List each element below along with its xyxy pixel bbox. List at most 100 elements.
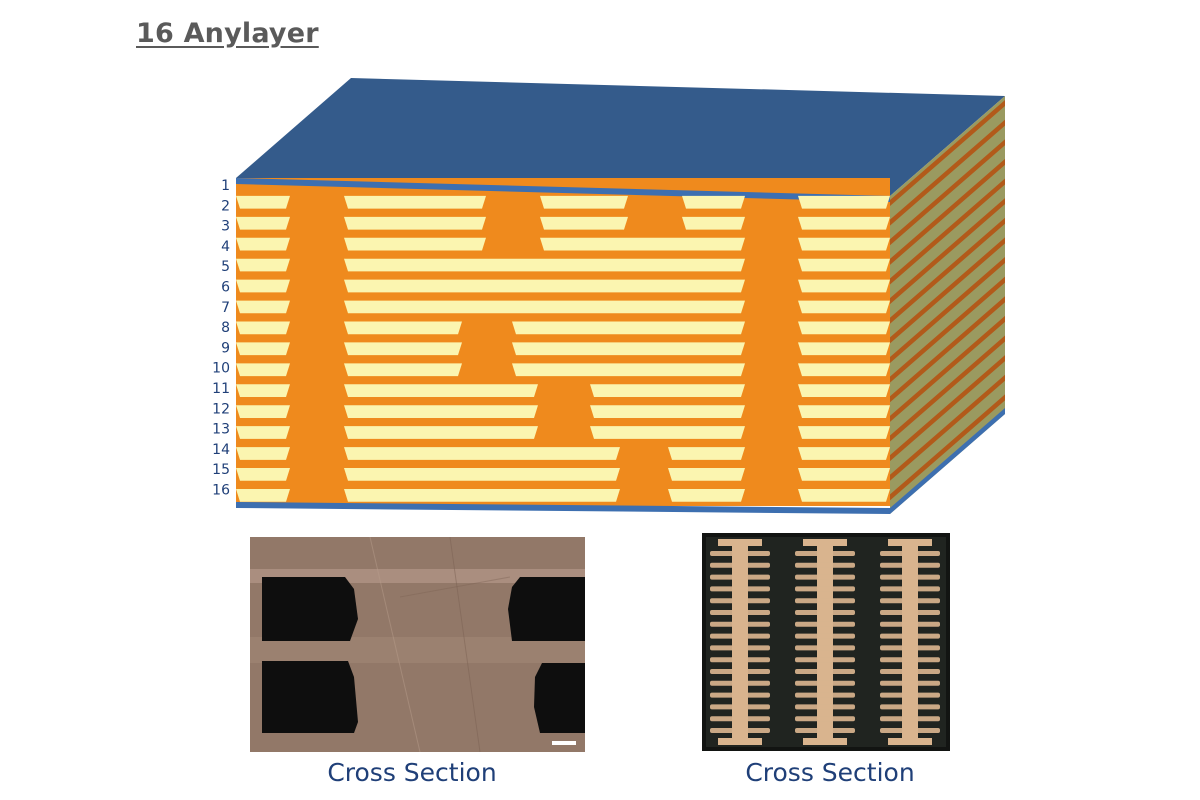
dielectric-block <box>534 663 585 733</box>
side-copper-stripe <box>890 139 1005 246</box>
copper-pad <box>880 551 940 556</box>
copper-pad <box>795 621 855 627</box>
copper-pad <box>710 692 770 698</box>
dielectric-strip <box>682 195 745 209</box>
side-copper-stripe <box>890 217 1005 324</box>
copper-pad <box>710 669 770 674</box>
copper-pad <box>710 716 770 722</box>
copper-pad <box>710 586 770 592</box>
side-copper-stripe <box>890 158 1005 265</box>
dielectric-strip <box>344 488 620 502</box>
dielectric-block <box>508 577 585 641</box>
dielectric-strip <box>344 447 620 460</box>
via-column <box>817 539 833 745</box>
dielectric-strip <box>344 426 538 439</box>
dielectric-strip <box>344 279 745 293</box>
copper-pad <box>880 610 940 615</box>
dielectric-strip <box>798 279 890 293</box>
copper-pad <box>880 621 940 627</box>
side-copper-stripe <box>890 237 1005 344</box>
dielectric-strip <box>344 468 620 481</box>
copper-pad <box>710 704 770 710</box>
dielectric-strip <box>798 468 890 481</box>
dielectric-strip <box>590 384 745 398</box>
dielectric-strip <box>344 195 486 209</box>
dielectric-strip <box>344 363 462 377</box>
dielectric-strip <box>668 468 745 481</box>
via-column <box>902 539 918 745</box>
dielectric-strip <box>512 321 745 335</box>
dielectric-strip <box>344 216 486 230</box>
dielectric-strip <box>682 216 745 230</box>
via-column <box>732 539 748 745</box>
copper-pad <box>880 562 940 568</box>
dielectric-strip <box>798 426 890 439</box>
dielectric-strip <box>798 300 890 314</box>
side-copper-stripe <box>890 276 1005 383</box>
copper-pad <box>795 657 855 663</box>
layer-label: 3 <box>221 219 230 235</box>
copper-pad <box>795 728 855 733</box>
dielectric-strip <box>798 342 890 356</box>
layer-label: 9 <box>221 340 230 356</box>
dielectric-strip <box>236 405 290 418</box>
dielectric-strip <box>344 384 538 398</box>
copper-pad <box>710 633 770 639</box>
copper-pad <box>795 716 855 722</box>
copper-pad <box>880 633 940 639</box>
dielectric-strip <box>512 363 745 377</box>
dielectric-strip <box>236 195 290 209</box>
dielectric-strip <box>236 321 290 335</box>
dielectric-strip <box>798 384 890 398</box>
copper-pad <box>795 551 855 556</box>
caption-left: Cross Section <box>327 758 497 787</box>
dielectric-strip <box>236 258 290 272</box>
copper-pad <box>710 562 770 568</box>
layer-label: 6 <box>221 280 230 296</box>
dielectric-block <box>262 661 358 733</box>
dielectric-strip <box>798 488 890 502</box>
layer-label: 8 <box>221 320 230 336</box>
pcb-board-3d <box>236 78 1005 514</box>
dielectric-strip <box>344 258 745 272</box>
dielectric-strip <box>236 447 290 460</box>
side-copper-stripe <box>890 198 1005 305</box>
dielectric-strip <box>540 216 628 230</box>
copper-pad <box>880 680 940 686</box>
dielectric-strip <box>590 405 745 418</box>
dielectric-strip <box>236 342 290 356</box>
copper-pad <box>710 680 770 686</box>
copper-pad <box>710 574 770 580</box>
side-copper-stripe <box>890 296 1005 403</box>
copper-pad <box>880 586 940 592</box>
dielectric-strip <box>798 216 890 230</box>
copper-pad <box>710 551 770 556</box>
copper-pad <box>710 621 770 627</box>
dielectric-strip <box>798 195 890 209</box>
copper-pad <box>880 669 940 674</box>
side-copper-stripe <box>890 335 1005 442</box>
side-copper-stripe <box>890 178 1005 285</box>
dielectric-strip <box>540 237 745 251</box>
layer-label: 12 <box>212 401 230 417</box>
dielectric-strip <box>798 363 890 377</box>
side-copper-stripe <box>890 257 1005 363</box>
dielectric-strip <box>798 405 890 418</box>
copper-pad <box>795 680 855 686</box>
side-copper-stripe <box>890 315 1005 422</box>
front-bottom-edge <box>236 502 890 514</box>
copper-pad <box>880 574 940 580</box>
copper-pad <box>880 704 940 710</box>
copper-pad <box>795 562 855 568</box>
dielectric-strip <box>344 321 462 335</box>
copper-pad <box>795 574 855 580</box>
dielectric-strip <box>798 321 890 335</box>
layer-label: 2 <box>221 198 230 214</box>
side-copper-stripe <box>890 355 1005 462</box>
layer-label: 15 <box>212 462 230 478</box>
copper-pad <box>880 657 940 663</box>
dielectric-strip <box>236 488 290 502</box>
dielectric-strip <box>236 279 290 293</box>
dielectric-strip <box>344 342 462 356</box>
copper-pad <box>880 598 940 604</box>
